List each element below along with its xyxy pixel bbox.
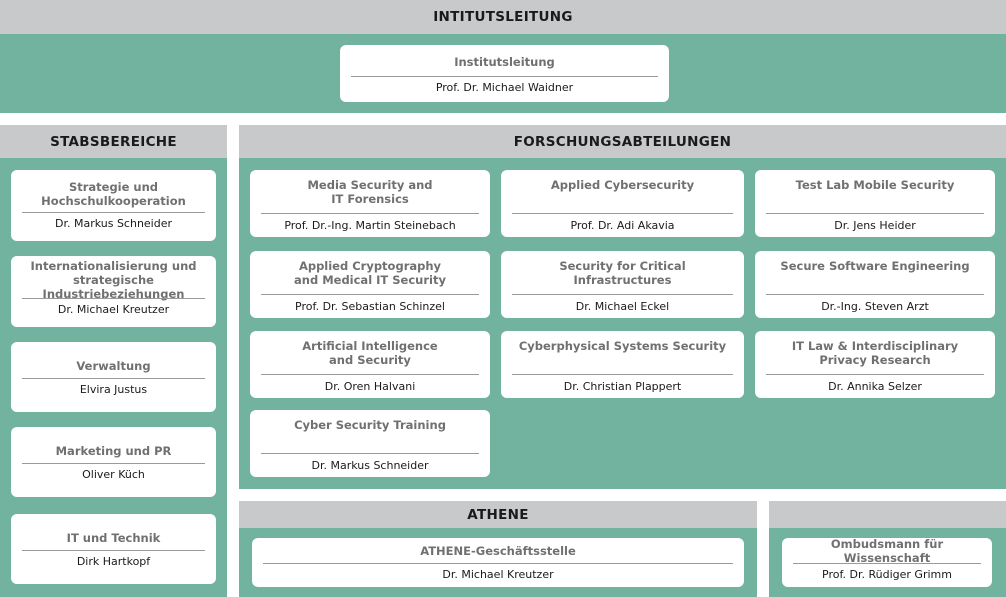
forschung-box: Cyber Security Training Dr. Markus Schne… — [250, 410, 490, 477]
box-person: Prof. Dr.-Ing. Martin Steinebach — [284, 218, 456, 232]
box-title: Artificial Intelligence and Security — [302, 339, 438, 367]
box-person: Dr. Michael Eckel — [575, 299, 670, 313]
stabsbereich-box: IT und Technik Dirk Hartkopf — [11, 514, 216, 584]
box-person: Dr. Annika Selzer — [828, 379, 922, 393]
forschung-box: Applied Cryptography and Medical IT Secu… — [250, 251, 490, 318]
athene-box: ATHENE-Geschäftsstelle Dr. Michael Kreut… — [252, 538, 744, 587]
box-title: Institutsleitung — [454, 55, 555, 69]
box-person: Dr.-Ing. Steven Arzt — [821, 299, 929, 313]
box-divider — [766, 294, 984, 295]
box-person: Dr. Michael Kreutzer — [57, 303, 170, 316]
box-title: Test Lab Mobile Security — [795, 178, 955, 192]
box-person: Elvira Justus — [79, 382, 148, 396]
box-person: Dr. Oren Halvani — [324, 379, 416, 393]
forschungsabteilungen-header: FORSCHUNGSABTEILUNGEN — [239, 125, 1006, 158]
athene-header: ATHENE — [239, 501, 757, 528]
box-person: Oliver Küch — [82, 467, 145, 481]
forschungsabteilungen-header-label: FORSCHUNGSABTEILUNGEN — [513, 133, 732, 150]
box-person: Prof. Dr. Michael Waidner — [435, 80, 574, 94]
box-title: Media Security and IT Forensics — [307, 178, 433, 206]
stabsbereich-box: Verwaltung Elvira Justus — [11, 342, 216, 412]
box-divider — [261, 213, 479, 214]
stabsbereich-box: Internationalisierung und strategische I… — [11, 256, 216, 327]
box-divider — [261, 374, 479, 375]
box-divider — [22, 212, 205, 213]
box-person: Prof. Dr. Rüdiger Grimm — [822, 568, 952, 581]
stabsbereiche-header-label: STABSBEREICHE — [50, 133, 177, 150]
box-title: Ombudsmann für Wissenschaft — [830, 537, 944, 565]
box-title: Strategie und Hochschulkooperation — [41, 180, 186, 208]
box-divider — [261, 294, 479, 295]
forschung-box: Applied Cybersecurity Prof. Dr. Adi Akav… — [501, 170, 744, 237]
box-title: Verwaltung — [76, 358, 151, 373]
box-divider — [351, 75, 658, 77]
box-divider — [22, 462, 205, 464]
box-person: Dirk Hartkopf — [76, 554, 151, 568]
ombudsmann-box: Ombudsmann für Wissenschaft Prof. Dr. Rü… — [782, 537, 992, 587]
box-divider — [22, 377, 205, 379]
box-person: Dr. Markus Schneider — [54, 217, 173, 230]
ombudsmann-header — [769, 501, 1006, 528]
box-title: Applied Cybersecurity — [550, 178, 695, 192]
stabsbereich-box: Strategie und Hochschulkooperation Dr. M… — [11, 170, 216, 241]
box-divider — [766, 374, 984, 375]
stabsbereich-box: Marketing und PR Oliver Küch — [11, 427, 216, 497]
box-divider — [22, 549, 205, 551]
box-person: Dr. Markus Schneider — [311, 458, 429, 472]
forschung-box: Test Lab Mobile Security Dr. Jens Heider — [755, 170, 995, 237]
forschung-box: Artificial Intelligence and Security Dr.… — [250, 331, 490, 398]
box-divider — [512, 213, 733, 214]
institutsleitung-header-label: INTITUTSLEITUNG — [433, 9, 573, 25]
box-divider — [22, 298, 205, 299]
stabsbereiche-header: STABSBEREICHE — [0, 125, 227, 158]
box-title: Cyberphysical Systems Security — [518, 339, 727, 353]
athene-header-label: ATHENE — [467, 506, 529, 523]
box-title: IT Law & Interdisciplinary Privacy Resea… — [791, 339, 959, 367]
box-person: Dr. Christian Plappert — [563, 379, 682, 393]
box-title: IT und Technik — [66, 530, 161, 545]
box-divider — [512, 374, 733, 375]
forschung-box: Cyberphysical Systems Security Dr. Chris… — [501, 331, 744, 398]
forschung-box: Security for Critical Infrastructures Dr… — [501, 251, 744, 318]
box-title: ATHENE-Geschäftsstelle — [420, 544, 576, 558]
box-divider — [766, 213, 984, 214]
forschung-box: Secure Software Engineering Dr.-Ing. Ste… — [755, 251, 995, 318]
box-title: Cyber Security Training — [294, 418, 446, 432]
forschung-box: Media Security and IT Forensics Prof. Dr… — [250, 170, 490, 237]
box-person: Prof. Dr. Adi Akavia — [570, 218, 675, 232]
box-person: Dr. Jens Heider — [834, 218, 916, 232]
box-person: Dr. Michael Kreutzer — [442, 568, 554, 581]
box-title: Marketing und PR — [55, 443, 172, 458]
box-divider — [793, 563, 981, 564]
box-divider — [261, 453, 479, 454]
box-title: Applied Cryptography and Medical IT Secu… — [294, 259, 446, 287]
institutsleitung-header: INTITUTSLEITUNG — [0, 0, 1006, 34]
box-divider — [512, 294, 733, 295]
forschung-box: IT Law & Interdisciplinary Privacy Resea… — [755, 331, 995, 398]
box-title: Secure Software Engineering — [780, 259, 970, 273]
box-divider — [263, 563, 733, 564]
box-title: Security for Critical Infrastructures — [559, 259, 686, 287]
box-person: Prof. Dr. Sebastian Schinzel — [295, 299, 445, 313]
institutsleitung-box: Institutsleitung Prof. Dr. Michael Waidn… — [340, 45, 669, 102]
box-title: Internationalisierung und strategische I… — [30, 259, 197, 301]
